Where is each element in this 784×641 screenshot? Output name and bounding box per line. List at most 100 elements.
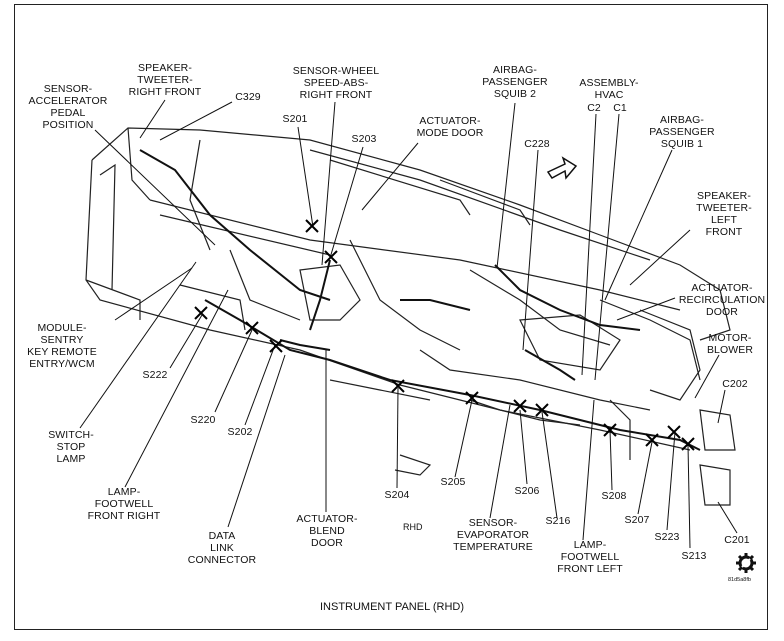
- label-line: RECIRCULATION: [678, 294, 766, 306]
- label-c2: C2: [587, 102, 601, 114]
- label-line: SENSOR-: [43, 83, 93, 95]
- label-c201: C201: [724, 534, 750, 546]
- label-c1: C1: [613, 102, 627, 114]
- splice-markers: [194, 219, 695, 451]
- label-line: FOOTWELL: [560, 551, 620, 563]
- label-line: PASSENGER: [649, 126, 715, 138]
- label-line: MODE DOOR: [416, 127, 484, 139]
- rhd-mark: RHD: [403, 522, 423, 532]
- label-line: SQUIB 1: [660, 138, 704, 150]
- label-line: C1: [613, 102, 627, 114]
- diagram-caption: INSTRUMENT PANEL (RHD): [319, 601, 465, 613]
- label-line: TWEETER-: [696, 202, 752, 214]
- label-line: SPEED-ABS-: [303, 77, 369, 89]
- label-line: ENTRY/WCM: [29, 358, 95, 370]
- label-line: ACTUATOR-: [296, 513, 358, 525]
- label-line: S202: [227, 426, 253, 438]
- label-s204: S204: [385, 489, 410, 501]
- label-line: FRONT RIGHT: [87, 510, 161, 522]
- label-line: S201: [282, 113, 308, 125]
- label-line: RIGHT FRONT: [128, 86, 202, 98]
- gear-icon: [736, 553, 756, 573]
- label-line: S220: [190, 414, 216, 426]
- label-line: SENSOR-: [468, 517, 518, 529]
- label-line: DOOR: [706, 306, 738, 318]
- label-line: FRONT LEFT: [557, 563, 623, 575]
- label-s222: S222: [143, 369, 168, 381]
- label-c228: C228: [524, 138, 550, 150]
- label-line: ASSEMBLY-: [579, 77, 639, 89]
- label-line: S223: [654, 531, 680, 543]
- label-line: S203: [351, 133, 377, 145]
- label-line: STOP: [56, 441, 86, 453]
- label-s205: S205: [441, 476, 466, 488]
- label-line: TEMPERATURE: [453, 541, 533, 553]
- label-line: S222: [142, 369, 168, 381]
- label-line: S204: [384, 489, 410, 501]
- label-line: S206: [514, 485, 540, 497]
- label-s208: S208: [602, 490, 627, 502]
- label-line: ACTUATOR-: [691, 282, 753, 294]
- label-line: C228: [524, 138, 550, 150]
- label-c202: C202: [722, 378, 748, 390]
- panel-structure: [85, 127, 736, 506]
- label-motor-blower: MOTOR-BLOWER: [707, 332, 753, 356]
- label-line: SWITCH-: [48, 429, 94, 441]
- label-line: FRONT: [705, 226, 743, 238]
- label-line: CONNECTOR: [187, 554, 257, 566]
- label-speaker-tweeter-rf: SPEAKER-TWEETER-RIGHT FRONT: [129, 62, 202, 98]
- label-line: ACTUATOR-: [419, 115, 481, 127]
- label-c329: C329: [235, 91, 261, 103]
- label-actuator-mode-door: ACTUATOR-MODE DOOR: [417, 115, 484, 139]
- label-line: SPEAKER-: [697, 190, 751, 202]
- label-assembly-hvac: ASSEMBLY-HVAC: [579, 77, 638, 101]
- label-s223: S223: [655, 531, 680, 543]
- label-line: S207: [624, 514, 650, 526]
- label-s206: S206: [515, 485, 540, 497]
- label-line: AIRBAG-: [493, 64, 537, 76]
- label-line: S213: [681, 550, 707, 562]
- label-line: KEY REMOTE: [27, 346, 97, 358]
- label-line: LAMP-: [107, 486, 141, 498]
- label-line: S205: [440, 476, 466, 488]
- label-line: S216: [545, 515, 571, 527]
- label-line: LAMP: [56, 453, 86, 465]
- label-line: BLOWER: [706, 344, 754, 356]
- label-s213: S213: [682, 550, 707, 562]
- label-line: DATA: [208, 530, 236, 542]
- hvac-arrow-icon: [546, 156, 578, 180]
- label-line: PASSENGER: [482, 76, 548, 88]
- leader-lines: [79, 99, 738, 549]
- label-line: HVAC: [594, 89, 624, 101]
- diagram-frame: [14, 4, 768, 630]
- label-line: SENTRY: [40, 334, 84, 346]
- label-line: DOOR: [311, 537, 343, 549]
- label-line: C201: [724, 534, 750, 546]
- label-line: BLEND: [309, 525, 345, 537]
- label-line: TWEETER-: [137, 74, 193, 86]
- label-line: C329: [235, 91, 261, 103]
- label-s201: S201: [283, 113, 308, 125]
- label-line: C202: [722, 378, 748, 390]
- label-line: C2: [587, 102, 601, 114]
- label-line: S208: [601, 490, 627, 502]
- label-line: LEFT: [710, 214, 738, 226]
- label-line: MODULE-: [37, 322, 87, 334]
- label-s203: S203: [352, 133, 377, 145]
- label-line: SQUIB 2: [493, 88, 537, 100]
- label-line: RIGHT FRONT: [299, 89, 373, 101]
- label-s202: S202: [228, 426, 253, 438]
